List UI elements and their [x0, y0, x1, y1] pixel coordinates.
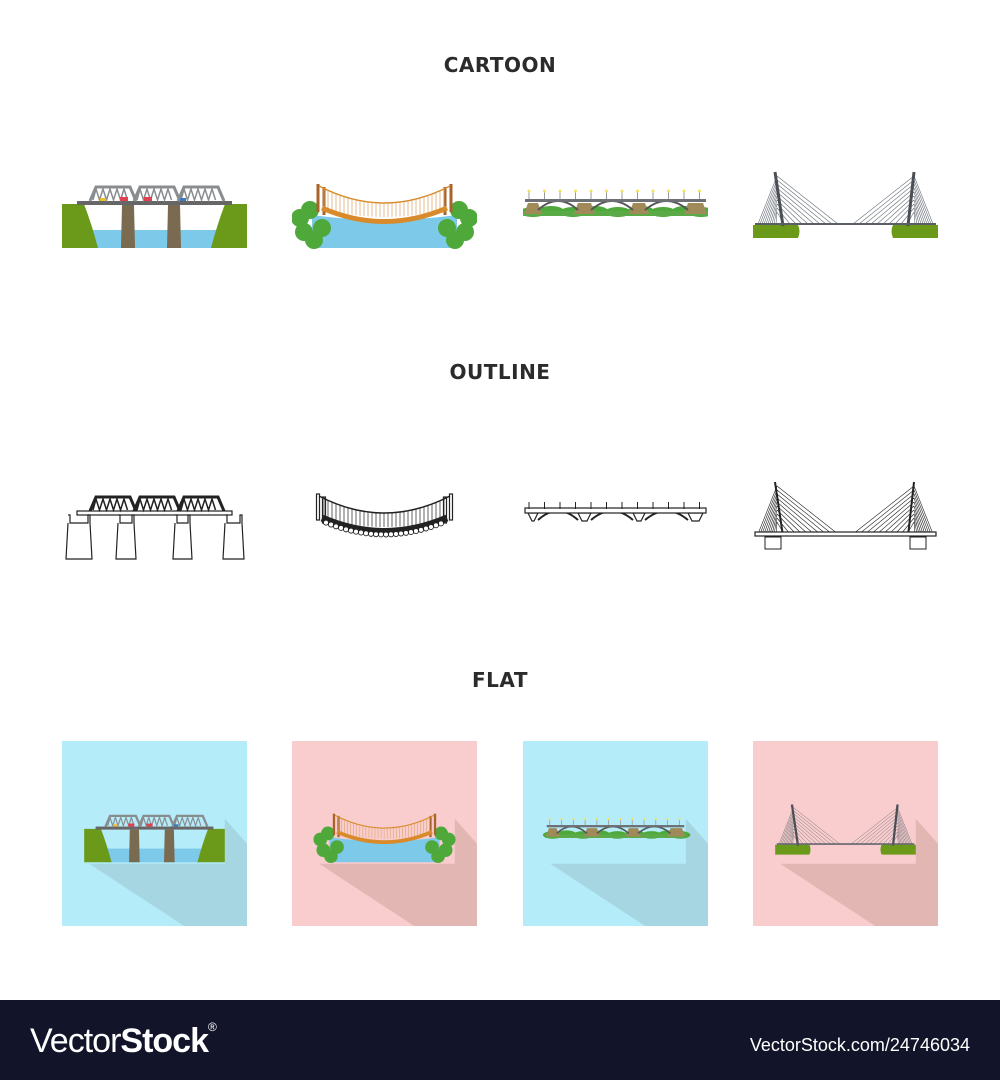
vectorstock-logo: VectorStock® — [30, 1020, 217, 1060]
cartoon-rope-suspension-bridge-icon — [291, 170, 478, 274]
footer-bar: VectorStock® VectorStock.com/24746034 — [0, 1000, 1000, 1080]
section-title-outline: OUTLINE — [449, 360, 551, 384]
section-title-cartoon: CARTOON — [443, 53, 557, 77]
flat-rope-suspension-bridge-icon — [292, 741, 477, 926]
outline-arch-bridge-icon — [523, 480, 708, 584]
cartoon-arch-bridge-icon — [520, 170, 714, 274]
flat-cable-stayed-bridge-icon — [753, 741, 938, 926]
cartoon-cable-stayed-bridge-icon — [753, 170, 938, 274]
flat-truss-bridge-icon — [62, 741, 247, 926]
outline-truss-bridge-icon — [62, 480, 247, 584]
outline-rope-suspension-bridge-icon — [292, 480, 477, 584]
section-title-flat: FLAT — [472, 668, 528, 692]
image-id-url: VectorStock.com/24746034 — [749, 1035, 970, 1055]
flat-arch-bridge-icon — [523, 741, 708, 926]
outline-cable-stayed-bridge-icon — [753, 480, 938, 584]
cartoon-truss-bridge-icon — [62, 170, 247, 274]
